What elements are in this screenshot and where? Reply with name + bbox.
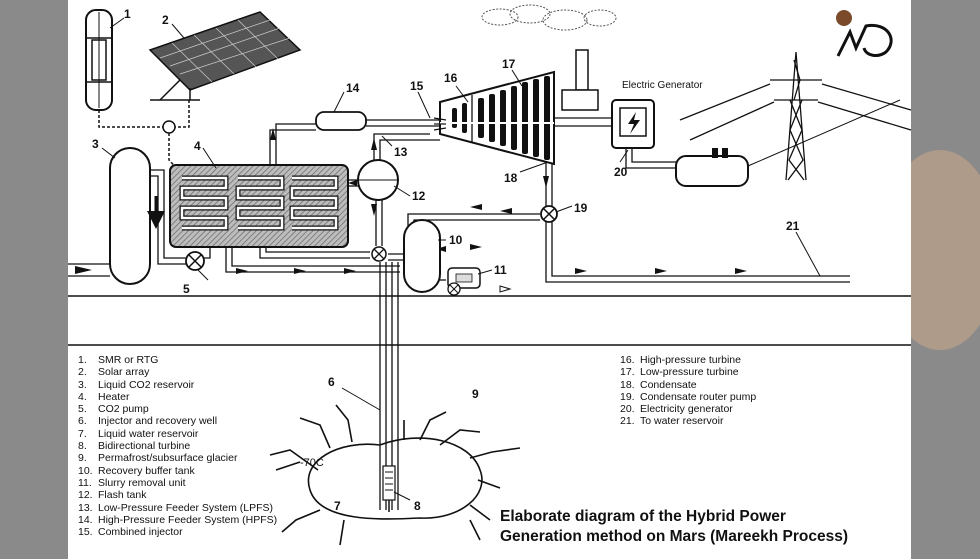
title-line-1: Elaborate diagram of the Hybrid Power <box>500 508 786 525</box>
callout-13: 13 <box>394 145 408 159</box>
electric-generator <box>611 99 655 149</box>
callout-3: 3 <box>92 137 99 151</box>
callout-1: 1 <box>124 7 131 21</box>
bidirectional-turbine <box>382 465 396 512</box>
injector-jets <box>433 117 447 131</box>
callout-5: 5 <box>183 282 190 296</box>
turbine-assembly <box>439 70 555 166</box>
legend-item: 6.Injector and recovery well <box>78 415 218 428</box>
slurry-removal-unit <box>447 267 481 296</box>
smr-rtg-unit <box>85 9 113 111</box>
legend-item: 19.Condensate router pump <box>620 390 757 403</box>
transformer <box>675 99 901 187</box>
legend-item: 18.Condensate <box>620 378 697 391</box>
callout-8: 8 <box>414 499 421 513</box>
callout-15: 15 <box>410 79 424 93</box>
callout-9: 9 <box>472 387 479 401</box>
legend-right: 16.High-pressure turbine 17.Low-pressure… <box>620 354 756 428</box>
temperature-label: -70C <box>300 457 324 469</box>
legend-item: 3.Liquid CO2 reservoir <box>78 378 195 391</box>
callout-10: 10 <box>449 233 463 247</box>
legend-item: 8.Bidirectional turbine <box>78 440 191 453</box>
callout-16: 16 <box>444 71 458 85</box>
callout-18: 18 <box>504 171 518 185</box>
heater <box>169 164 349 248</box>
callout-21: 21 <box>786 219 800 233</box>
legend-item: 20.Electricity generator <box>620 403 733 416</box>
legend-item: 17.Low-pressure turbine <box>620 366 739 379</box>
diagram-title: Elaborate diagram of the Hybrid Power Ge… <box>500 507 848 547</box>
legend-item: 1.SMR or RTG <box>78 354 159 366</box>
callout-12: 12 <box>412 189 426 203</box>
exhaust-stack <box>561 49 599 111</box>
condensate-router-pump <box>540 205 558 223</box>
callout-14: 14 <box>346 81 360 95</box>
callout-20: 20 <box>614 165 628 179</box>
solar-array <box>148 11 302 101</box>
callout-leaders <box>101 17 821 501</box>
legend-left: 1.SMR or RTG 2.Solar array 3.Liquid CO2 … <box>78 354 277 538</box>
steam-cloud <box>481 4 617 31</box>
legend-item: 10.Recovery buffer tank <box>78 464 195 477</box>
generator-label: Electric Generator <box>622 80 703 91</box>
legend-item: 16.High-pressure turbine <box>620 354 741 366</box>
callout-17: 17 <box>502 57 516 71</box>
legend-item: 2.Solar array <box>78 366 150 379</box>
co2-pump <box>185 251 205 271</box>
title-line-2: Generation method on Mars (Mareekh Proce… <box>500 528 848 545</box>
callout-11: 11 <box>494 263 507 277</box>
callout-7: 7 <box>334 499 341 513</box>
callout-6: 6 <box>328 375 335 389</box>
legend-item: 14.High-Pressure Feeder System (HPFS) <box>78 513 278 526</box>
legend-item: 11.Slurry removal unit <box>78 476 186 489</box>
legend-item: 7.Liquid water reservoir <box>78 427 199 440</box>
legend-item: 12.Flash tank <box>78 489 147 502</box>
recovery-buffer-tank <box>403 219 441 293</box>
power-junction <box>162 120 176 134</box>
transmission-tower <box>679 51 912 181</box>
callout-2: 2 <box>162 13 169 27</box>
legend-item: 5.CO2 pump <box>78 403 149 416</box>
liquid-co2-reservoir <box>109 147 151 285</box>
legend-item: 4.Heater <box>78 390 130 403</box>
legend-item: 13.Low-Pressure Feeder System (LPFS) <box>78 501 274 514</box>
legend-item: 15.Combined injector <box>78 526 183 539</box>
legend-item: 9.Permafrost/subsurface glacier <box>78 452 238 465</box>
callout-4: 4 <box>194 139 201 153</box>
md-logo <box>836 10 893 57</box>
liquid-water-reservoir <box>269 404 521 546</box>
legend-item: 21.To water reservoir <box>620 415 724 428</box>
piping <box>68 117 850 510</box>
hpfs-unit <box>315 111 367 131</box>
callout-19: 19 <box>574 201 588 215</box>
recovery-valve <box>371 246 387 262</box>
